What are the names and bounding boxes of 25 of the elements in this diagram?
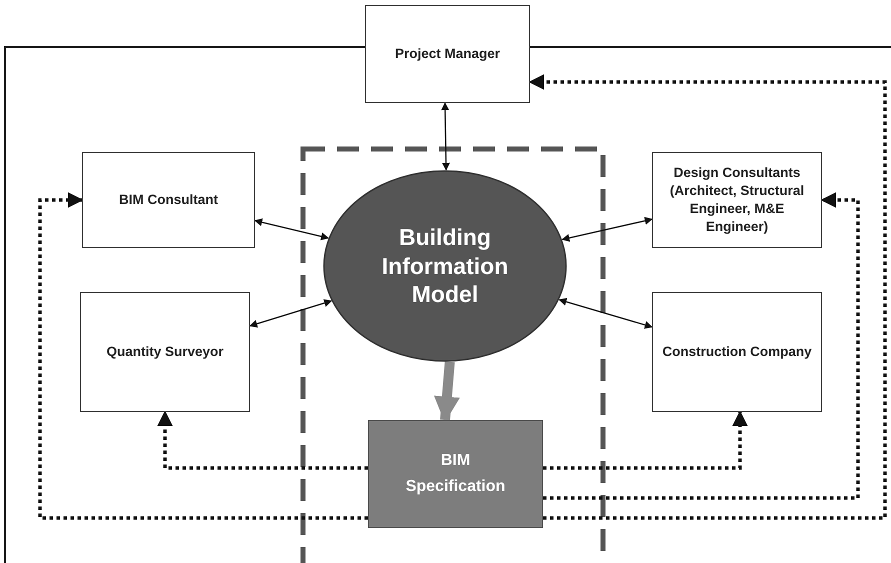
dotted-arrow: [38, 192, 368, 520]
dotted-arrow: [543, 192, 860, 500]
model-ellipse: [323, 170, 567, 362]
node-label: Building Information Model: [380, 222, 510, 310]
double-arrow: [558, 298, 653, 329]
dotted-arrow: [543, 410, 748, 470]
dotted-arrow: [528, 74, 887, 520]
node-label: Design Consultants (Architect, Structural Engineer, M&E Engineer): [668, 164, 806, 236]
role-box: [365, 5, 530, 103]
double-arrow: [254, 218, 330, 240]
role-box: [80, 292, 250, 412]
node-label: Project Manager: [394, 44, 500, 63]
block-arrow: [434, 361, 460, 423]
role-box: [82, 152, 255, 248]
role-box: [652, 292, 822, 412]
double-arrow: [249, 299, 332, 328]
role-box: [652, 152, 822, 248]
node-label: BIM Consultant: [119, 190, 218, 209]
double-arrow: [441, 102, 450, 171]
node-label: Quantity Surveyor: [106, 342, 224, 361]
node-label: Construction Company: [662, 342, 812, 361]
process-box: [368, 420, 543, 528]
dotted-arrow: [157, 410, 368, 470]
double-arrow: [562, 216, 653, 242]
node-label: BIM Specification: [404, 451, 506, 497]
